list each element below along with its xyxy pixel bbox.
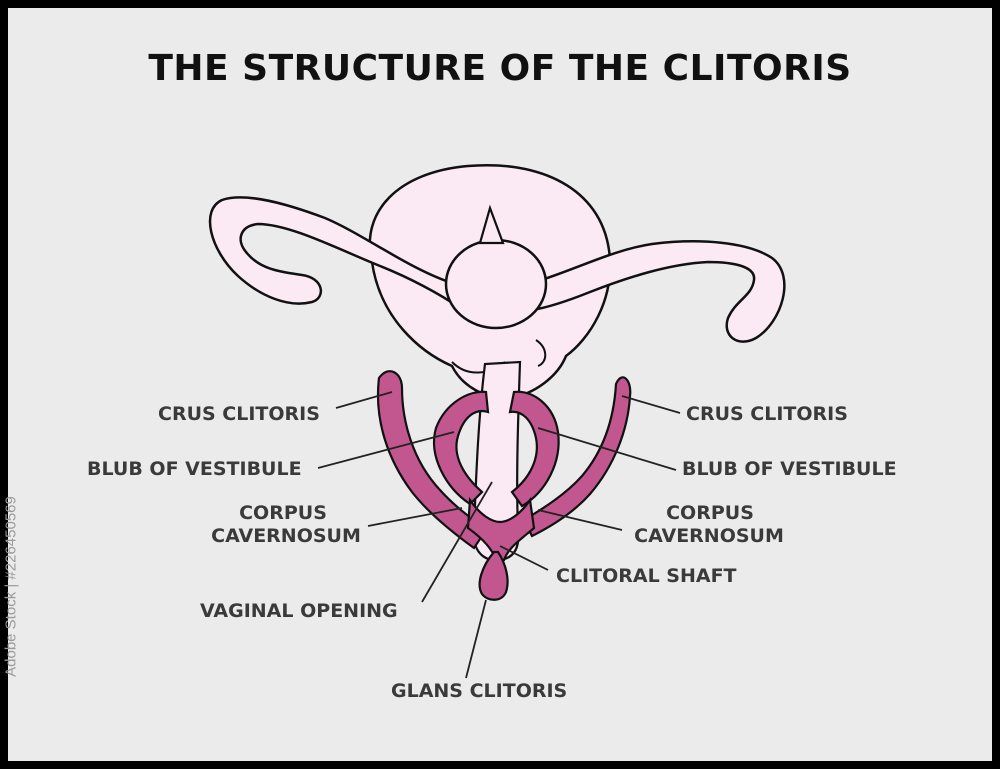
right-bulb-of-vestibule xyxy=(508,390,560,508)
leader-line-shaft xyxy=(499,545,549,571)
leader-line-bulb-left xyxy=(317,431,455,469)
diagram-title: THE STRUCTURE OF THE CLITORIS xyxy=(148,48,852,89)
label-corpus-right-line2: CAVERNOSUM xyxy=(634,525,784,547)
stock-id-text: Adobe Stock | #226450569 xyxy=(2,496,20,677)
leader-line-glans xyxy=(465,599,487,679)
label-corpus-left-line2: CAVERNOSUM xyxy=(211,525,361,547)
right-crus-clitoris xyxy=(522,376,632,538)
label-corpus-right-line1: CORPUS xyxy=(666,502,754,524)
left-fallopian-tube xyxy=(208,196,462,311)
label-bulb-of-vestibule-right: BLUB OF VESTIBULE xyxy=(682,458,897,480)
leader-line-crus-right xyxy=(621,395,681,414)
label-crus-clitoris-right: CRUS CLITORIS xyxy=(686,403,848,425)
label-crus-clitoris-left: CRUS CLITORIS xyxy=(158,403,320,425)
label-bulb-of-vestibule-left: BLUB OF VESTIBULE xyxy=(87,458,302,480)
leader-line-bulb-right xyxy=(537,427,677,471)
label-glans-clitoris: GLANS CLITORIS xyxy=(391,680,567,702)
leader-line-vaginal-opening xyxy=(421,481,493,603)
leader-line-crus-left xyxy=(335,391,393,409)
label-clitoral-shaft: CLITORAL SHAFT xyxy=(556,565,737,587)
glans-clitoris xyxy=(478,550,509,601)
clitoral-shaft xyxy=(466,496,536,562)
right-fallopian-tube xyxy=(530,240,786,343)
leader-line-corpus-right xyxy=(537,509,623,531)
label-vaginal-opening: VAGINAL OPENING xyxy=(200,600,398,622)
uterine-cleft xyxy=(478,204,505,245)
cervix xyxy=(444,238,548,330)
leader-line-corpus-left xyxy=(367,507,463,527)
label-corpus-left-line1: CORPUS xyxy=(239,502,327,524)
